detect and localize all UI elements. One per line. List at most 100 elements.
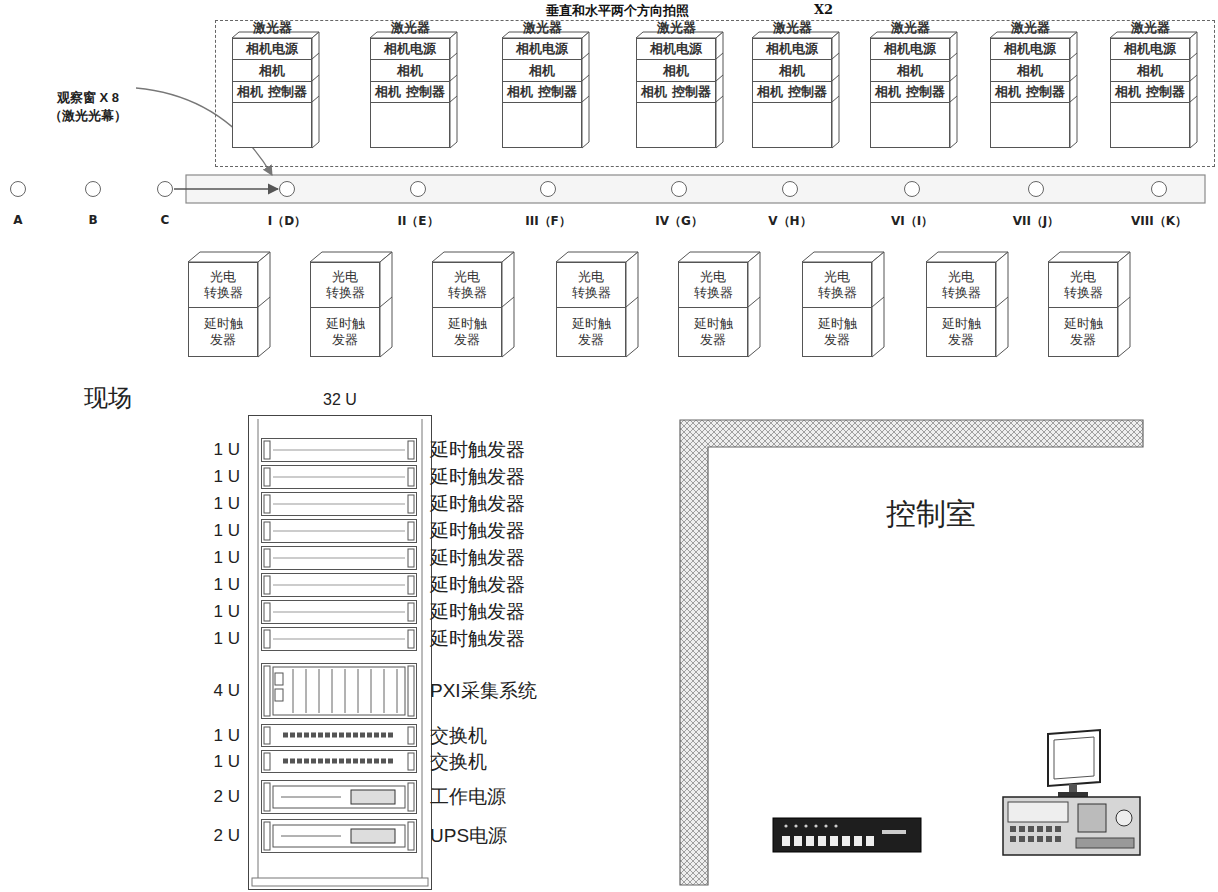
callout-label: 观察窗 X 8 （激光光幕） [44,89,132,124]
monitor-screen [1054,737,1094,779]
circle-label: V（H） [768,213,811,230]
rack-unit: 2 U工作电源 [261,780,417,814]
box-edge [582,75,589,81]
unit-detail [261,573,417,597]
box-3d [1110,32,1197,148]
switch-badge [882,830,906,834]
unit-ear [264,630,270,648]
unit-name: 延时触发器 [430,437,525,463]
box-side-face [950,32,957,148]
switch-port [367,733,372,738]
device-box: 相机 控制器 [870,102,950,148]
unit-ear [408,666,414,716]
case-button [1028,826,1034,832]
unit-ear [408,522,414,540]
case-button [1046,826,1052,832]
box-3d [188,252,270,357]
box-side-face [832,32,839,148]
device-box: 相机 控制器 [636,102,716,148]
computer [1003,730,1140,855]
unit-name: 延时触发器 [430,464,525,490]
box-top-face [926,252,1008,262]
unit-size: 1 U [214,440,240,460]
rack-unit: 1 U延时触发器 [261,627,417,651]
device-box: 光电 转换器 [188,262,258,308]
circle-label: VIII（K） [1131,213,1187,230]
box-top-face [432,252,514,262]
pxi-slot [306,669,307,713]
box-label: 相机 控制器 [237,84,307,100]
unit-detail [261,519,417,543]
unit-ear [408,549,414,567]
switch-port [367,759,372,764]
pxi-port [275,689,283,701]
rack-unit: 1 U交换机 [261,750,417,773]
pxi-slot [319,669,320,713]
unit-ear [264,603,270,621]
box-label: 延时触 发器 [803,316,871,347]
circle-label: VII（J） [1013,213,1060,230]
switch-port [283,759,288,764]
rack-rail [258,419,259,886]
unit-ear [264,727,270,744]
unit-line [273,504,405,505]
computer-case [1003,797,1140,855]
box-side-face [716,32,723,148]
box-top-face [678,252,760,262]
unit-size: 1 U [214,521,240,541]
switch-port [290,733,295,738]
region-title: 垂直和水平两个方向拍照 [546,2,689,20]
camera-region: 激光器相机电源相机相机 控制器激光器相机电源相机相机 控制器激光器相机电源相机相… [215,20,1215,167]
unit-detail [261,600,417,624]
unit-ear [408,753,414,770]
box-top-face [802,252,884,262]
box-label: 光电 转换器 [803,269,871,300]
box-3d [752,32,839,148]
unit-name: 交换机 [430,749,487,775]
unit-ear [408,822,414,850]
unit-size: 2 U [214,787,240,807]
circle-label: I（D） [268,213,306,230]
device-box: 延时触 发器 [1048,307,1118,357]
box-label: 光电 转换器 [557,269,625,300]
switch-device [773,818,921,852]
unit-detail [261,663,417,719]
unit-face [261,600,417,624]
device-box: 光电 转换器 [556,262,626,308]
rack-unit: 1 U延时触发器 [261,519,417,543]
device-box: 光电 转换器 [310,262,380,308]
device-box: 延时触 发器 [678,307,748,357]
switch-port [304,733,309,738]
box-label: 相机电源 [1124,41,1176,57]
unit-size: 1 U [214,726,240,746]
device-box: 延时触 发器 [432,307,502,357]
switch-port [360,759,365,764]
box-edge [716,75,723,81]
switch-port [346,733,351,738]
device-box: 延时触 发器 [556,307,626,357]
rack-unit: 2 UUPS电源 [261,819,417,853]
device-box: 光电 转换器 [432,262,502,308]
box-label: 激光器 [1131,20,1170,36]
box-edge [1070,96,1077,102]
case-drive [1076,838,1134,848]
box-side-face [1070,32,1077,148]
unit-ear [264,522,270,540]
rack-unit: 1 U延时触发器 [261,492,417,516]
unit-ear [408,603,414,621]
box-3d [502,32,589,148]
box-label: 激光器 [891,20,930,36]
box-edge [450,53,457,59]
box-label: 相机 [397,63,423,79]
box-label: 相机电源 [384,41,436,57]
region-title: X2 [814,2,833,17]
device-box: 光电 转换器 [802,262,872,308]
pxi-slot [358,669,359,713]
station-circle: C [157,181,173,197]
box-edge [832,53,839,59]
box-edge [832,75,839,81]
case-button [1010,836,1016,842]
box-side-face [380,252,392,357]
unit-face [261,750,417,773]
device-box: 相机 控制器 [752,102,832,148]
